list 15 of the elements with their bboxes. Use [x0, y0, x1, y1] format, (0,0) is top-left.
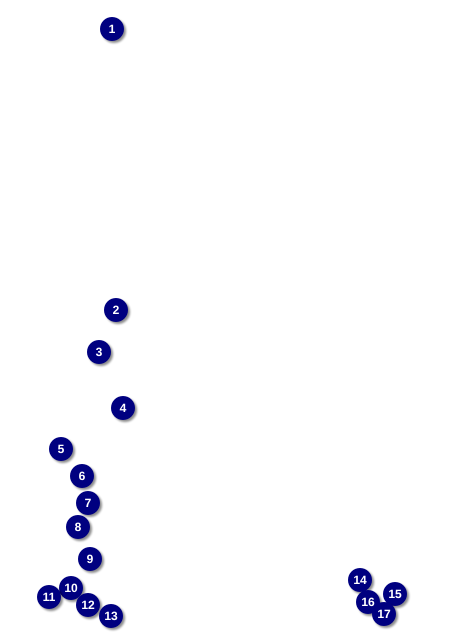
callout-number: 7	[76, 491, 100, 515]
callout-number: 14	[348, 568, 372, 592]
callout-number: 11	[37, 585, 61, 609]
callout-number: 13	[99, 604, 123, 628]
callout-number: 6	[70, 464, 94, 488]
callout-number: 1	[100, 17, 124, 41]
callout-number: 10	[59, 576, 83, 600]
callout-number: 2	[104, 298, 128, 322]
callout-number: 15	[383, 582, 407, 606]
callout-number: 12	[76, 593, 100, 617]
callout-number: 8	[66, 515, 90, 539]
callout-number: 9	[78, 547, 102, 571]
callout-number: 5	[49, 437, 73, 461]
callout-number: 3	[87, 340, 111, 364]
callout-number: 4	[111, 396, 135, 420]
